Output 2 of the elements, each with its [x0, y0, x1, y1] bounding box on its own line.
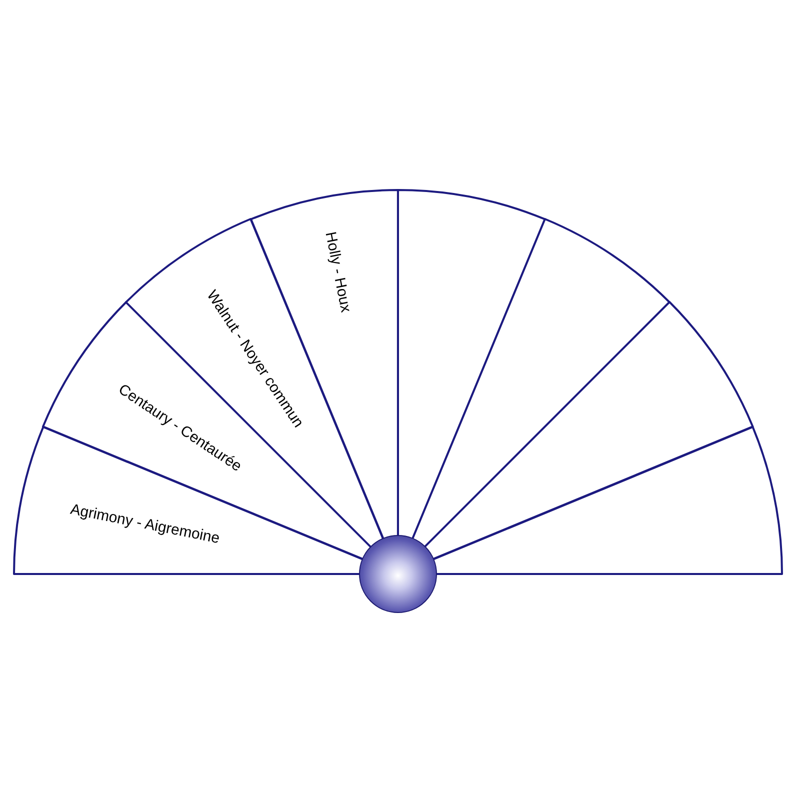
sector-label: Agrimony - Aigremoine [69, 502, 221, 546]
sector-label: Holly - Houx [322, 230, 354, 314]
